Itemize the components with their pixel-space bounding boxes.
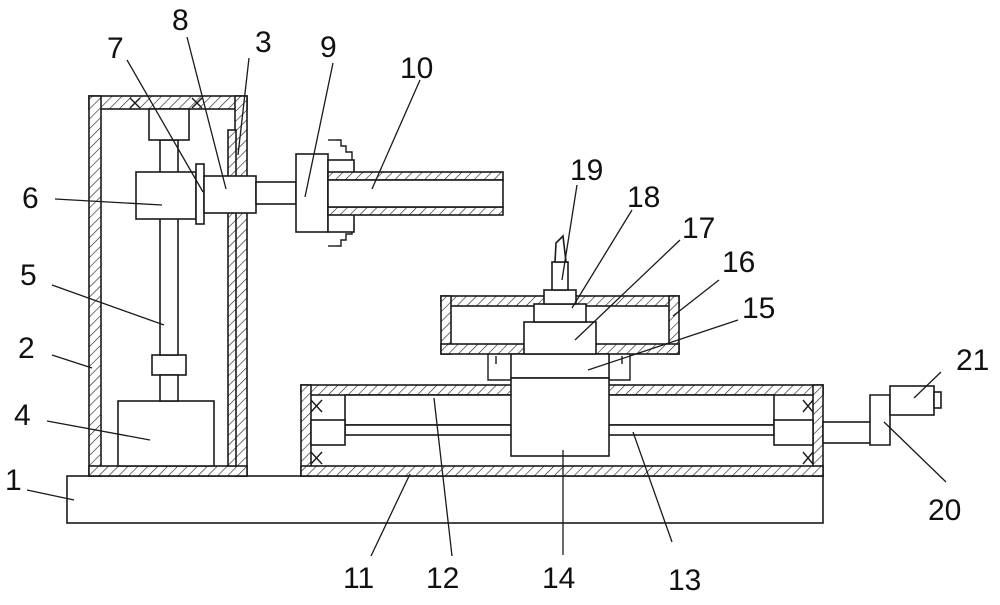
label-12: 12 (426, 562, 459, 595)
right-bearing (773, 419, 814, 446)
crank-knob (933, 391, 942, 409)
label-13: 13 (668, 564, 701, 597)
label-3: 3 (255, 26, 272, 59)
label-19: 19 (570, 154, 603, 187)
spindle-shaft (255, 181, 297, 205)
label-6: 6 (22, 182, 39, 215)
cutter-shank (551, 261, 569, 291)
support-column (510, 353, 610, 379)
label-18: 18 (627, 181, 660, 214)
label-1: 1 (5, 464, 22, 497)
label-5: 5 (20, 259, 37, 292)
label-2: 2 (18, 332, 35, 365)
coupling (151, 354, 187, 376)
label-10: 10 (400, 52, 433, 85)
label-21: 21 (956, 344, 989, 377)
lower-shaft (159, 374, 179, 402)
label-4: 4 (14, 399, 31, 432)
label-16: 16 (722, 246, 755, 279)
spindle-motor (203, 175, 257, 214)
tool-seat (533, 303, 587, 323)
tool-holder (523, 321, 597, 355)
crank-arm (869, 394, 891, 446)
top-bearing (148, 108, 190, 141)
crank-handle (889, 385, 935, 416)
label-11: 11 (343, 562, 374, 595)
label-8: 8 (172, 4, 189, 37)
label-15: 15 (742, 292, 775, 325)
cutter-tip (554, 234, 567, 263)
label-20: 20 (928, 494, 961, 527)
leader-lines (26, 36, 947, 557)
label-9: 9 (320, 31, 337, 64)
crank-shaft (822, 421, 874, 444)
motor (117, 400, 215, 467)
label-7: 7 (107, 32, 124, 65)
flange (195, 163, 205, 225)
slider-block (135, 171, 197, 220)
pipe-workpiece (327, 171, 504, 216)
moving-block (510, 377, 610, 457)
left-bearing (310, 419, 346, 446)
callout-labels: 1 2 3 4 5 6 7 8 9 10 11 12 13 14 15 16 1… (5, 4, 989, 597)
tool-seat-top (543, 289, 577, 305)
label-14: 14 (542, 562, 575, 595)
label-17: 17 (682, 212, 715, 245)
